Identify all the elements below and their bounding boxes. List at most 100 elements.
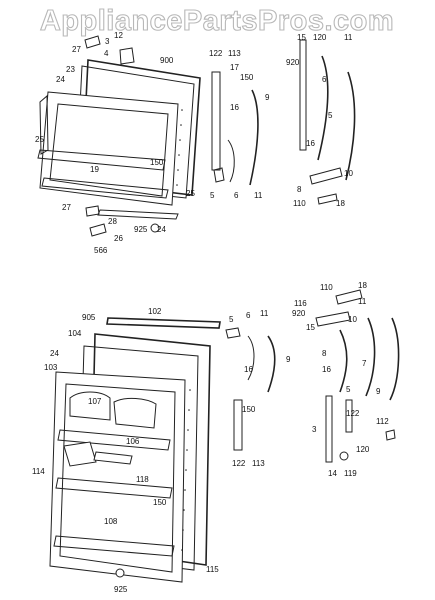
hinge-column-a (299, 39, 307, 151)
fresh-food-door-screw-dots (181, 389, 191, 551)
label: 113 (228, 49, 241, 58)
door-handle-9 (267, 335, 276, 393)
hinge-strip-122-right (345, 399, 353, 433)
door-shelf-middle (55, 477, 173, 499)
label: 116 (294, 299, 307, 308)
label: 26 (114, 234, 123, 243)
label: 23 (66, 65, 75, 74)
label: 113 (252, 459, 265, 468)
label: 25 (186, 189, 195, 198)
label: 16 (230, 103, 239, 112)
hinge-strip-122 (233, 399, 243, 451)
label: 6 (234, 191, 239, 200)
label: 17 (230, 63, 239, 72)
hinge-column-b (365, 317, 376, 397)
label: 920 (292, 309, 306, 318)
label: 5 (229, 315, 234, 324)
handle-bracket-6 (247, 335, 255, 381)
label: 110 (320, 283, 333, 292)
label: 10 (344, 169, 353, 178)
hinge-column-c (345, 71, 356, 181)
label: 905 (82, 313, 96, 322)
butter-tray (93, 451, 133, 465)
label: 3 (105, 37, 110, 46)
hinge-plate-15 (315, 311, 351, 327)
hinge-bracket-18 (335, 289, 363, 305)
hinge-column-a (339, 329, 348, 393)
label: 103 (44, 363, 58, 372)
label: 114 (32, 467, 45, 476)
label: 11 (344, 33, 353, 42)
label: 27 (62, 203, 71, 212)
dairy-compartment (69, 391, 111, 421)
label: 24 (157, 225, 166, 234)
label: 118 (136, 475, 149, 484)
label: 5 (210, 191, 215, 200)
label: 150 (240, 73, 254, 82)
door-shelf-top (37, 149, 166, 171)
door-shelf-bottom (41, 177, 169, 199)
door-liner (39, 91, 179, 206)
label: 110 (293, 199, 306, 208)
label: 5 (328, 111, 333, 120)
label: 8 (297, 185, 302, 194)
label: 27 (72, 45, 81, 54)
label: 4 (104, 49, 109, 58)
label: 14 (328, 469, 337, 478)
label: 150 (153, 498, 167, 507)
dairy-door-106 (113, 397, 157, 429)
handle-bracket-6 (227, 139, 235, 183)
label: 5 (346, 385, 351, 394)
label: 108 (104, 517, 118, 526)
label: 115 (206, 565, 219, 574)
door-bracket-left (39, 94, 49, 155)
door-plug-925 (150, 223, 160, 233)
label: 3 (312, 425, 317, 434)
hinge-pin-5 (213, 167, 225, 183)
label: 6 (322, 75, 327, 84)
hinge-bracket-10 (309, 167, 343, 185)
label: 28 (108, 217, 117, 226)
top-part-labels: 900 122 113 17 150 920 15 120 11 12 27 3… (35, 31, 353, 255)
label: 107 (88, 397, 102, 406)
label: 15 (297, 33, 306, 42)
label: 925 (114, 585, 128, 594)
label: 122 (209, 49, 223, 58)
label: 104 (68, 329, 82, 338)
label: 8 (322, 349, 327, 358)
watermark-text: AppliancePartsPros.com (40, 5, 394, 37)
label: 7 (362, 359, 367, 368)
label: 24 (50, 349, 59, 358)
egg-tray-114 (63, 441, 97, 467)
door-liner-inner (49, 103, 169, 197)
label: 150 (150, 158, 164, 167)
label: 18 (336, 199, 345, 208)
label: 9 (265, 93, 270, 102)
label: 900 (160, 56, 174, 65)
label: 106 (126, 437, 140, 446)
door-hinge-top-part (84, 35, 101, 49)
door-shelf-upper (57, 429, 171, 451)
label: 24 (56, 75, 65, 84)
door-shelf-lower (53, 535, 175, 557)
label: 122 (232, 459, 246, 468)
label: 102 (148, 307, 162, 316)
label: 925 (134, 225, 148, 234)
label: 10 (348, 315, 357, 324)
label: 18 (358, 281, 367, 290)
label: 11 (260, 309, 269, 318)
freezer-door-assembly (37, 35, 356, 237)
hinge-block-112 (385, 429, 396, 441)
door-plug-925 (115, 568, 125, 578)
hinge-column-c (389, 317, 400, 401)
door-stop-part (85, 205, 100, 217)
label: 119 (344, 469, 357, 478)
freezer-door-screw-dots (176, 109, 183, 186)
door-liner (49, 371, 186, 583)
label: 9 (376, 387, 381, 396)
label: 566 (94, 246, 108, 255)
label: 15 (306, 323, 315, 332)
hinge-cam-119 (339, 451, 349, 461)
label: 12 (114, 31, 123, 40)
